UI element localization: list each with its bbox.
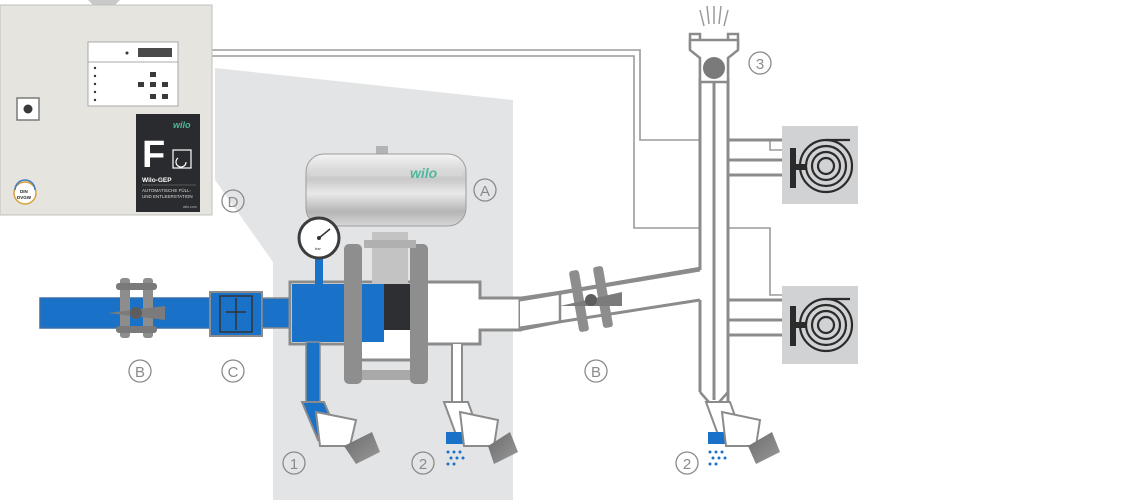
ball-valve-right [560, 266, 622, 332]
supply-pipe [39, 291, 291, 337]
actuator: wilo [305, 146, 467, 227]
label-3: 3 [756, 56, 764, 73]
certification-logo: DIN DVGW [13, 179, 37, 205]
hose-reel-upper [782, 126, 858, 204]
keypad [138, 72, 168, 99]
label-2-right: 2 [683, 456, 691, 473]
drip-icon [446, 450, 465, 466]
actuator-brand-logo: wilo [410, 165, 438, 181]
product-letter: F [142, 134, 165, 176]
label-2-middle: 2 [419, 456, 427, 473]
hose-reel-icon [798, 297, 854, 353]
label-B-right: B [591, 364, 601, 381]
station-body [288, 232, 522, 403]
label-D: D [228, 194, 239, 211]
water-spray-icon [699, 5, 729, 27]
gauge-unit-label: bar [315, 246, 321, 251]
hose-reel-icon [798, 138, 854, 194]
product-description-line1: AUTOMATISCHE FÜLL- [142, 187, 192, 193]
cert-text-2: DVGW [17, 195, 32, 200]
drain-valve-2-middle [442, 401, 518, 466]
label-C: C [228, 364, 239, 381]
status-leds [93, 66, 97, 102]
outlet-pipe-main [519, 78, 785, 420]
pressure-gauge: bar [297, 216, 341, 288]
label-1: 1 [290, 456, 298, 473]
control-cabinet: wilo F Wilo-GEP AUTOMATISCHE FÜLL- UND E… [0, 0, 213, 216]
label-B-left: B [135, 364, 145, 381]
product-icon [172, 149, 192, 169]
drain-valve-2-right [699, 391, 780, 466]
switch-icon [16, 97, 40, 121]
ball-valve-left [108, 278, 165, 338]
vent-valve [688, 5, 740, 84]
product-name: Wilo-GEP [142, 177, 172, 184]
drip-icon [708, 450, 727, 466]
hose-reel-lower [782, 286, 858, 364]
drain-valve-1 [300, 401, 380, 464]
cert-text-1: DIN [20, 189, 28, 194]
label-A: A [480, 183, 490, 200]
product-website: wilo.com [183, 205, 197, 209]
signal-cables [210, 49, 785, 296]
callout-labels [128, 51, 772, 475]
panel-brand-logo: wilo [173, 120, 191, 130]
product-description-line2: UND ENTLEERSTATION [142, 194, 193, 199]
